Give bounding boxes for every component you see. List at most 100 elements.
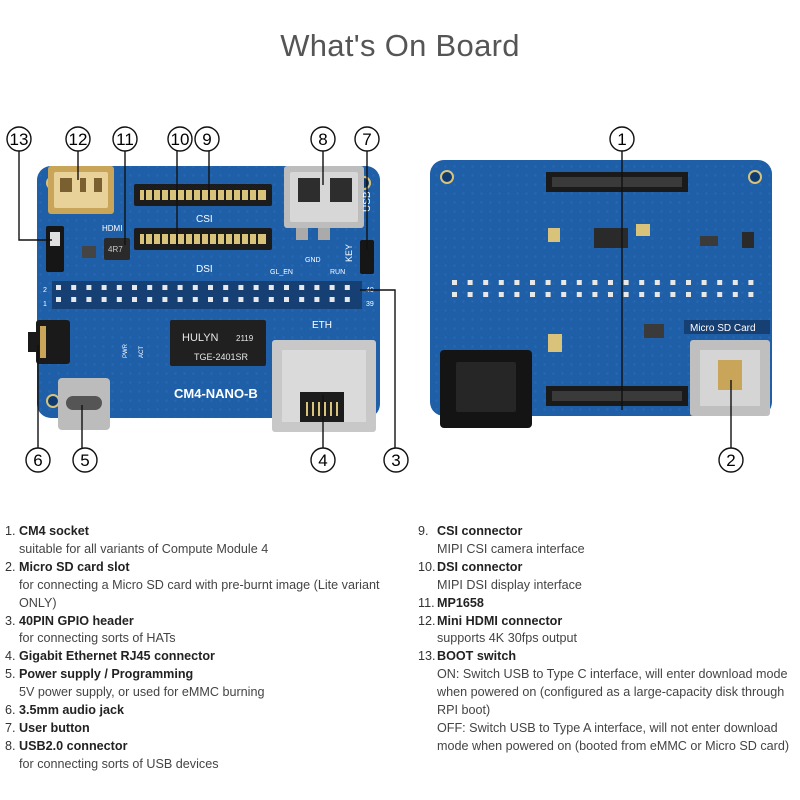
front-board: HDMI 4R7 CSI DSI: [28, 166, 380, 432]
gpio-pin: [514, 280, 520, 285]
gpio-pin: [192, 285, 198, 290]
gpio-pin: [732, 292, 738, 297]
gpio-pin: [701, 292, 707, 297]
gpio-pin: [132, 285, 137, 290]
feature-title: USB2.0 connector: [19, 738, 128, 753]
gpio-pin: [344, 297, 350, 302]
csi-connector: [134, 184, 272, 206]
gpio-pin: [192, 297, 198, 302]
svg-text:2119: 2119: [236, 334, 254, 343]
gpio-pin: [452, 280, 457, 285]
callout-lines: [18, 150, 732, 448]
gpio-pin: [654, 292, 660, 297]
gpio-pin: [498, 280, 504, 285]
gpio-pin: [268, 297, 274, 302]
gpio-pin: [238, 297, 244, 302]
usb-c-connector: [58, 378, 110, 430]
gpio-pin: [314, 285, 320, 290]
gpio-pin: [101, 285, 107, 290]
feature-number: 9.: [418, 524, 429, 538]
gpio-pin: [284, 285, 289, 290]
feature-description: MIPI CSI camera interface: [437, 541, 585, 556]
feature-description: 5V power supply, or used for eMMC burnin…: [19, 685, 265, 700]
gpio-pin: [56, 285, 61, 290]
feature-number: 2.: [5, 559, 16, 574]
svg-text:1: 1: [43, 301, 47, 308]
svg-text:RUN: RUN: [330, 269, 345, 276]
feature-number: 8.: [5, 738, 16, 753]
svg-text:2: 2: [43, 287, 47, 294]
dsi-label: DSI: [196, 264, 213, 275]
dsi-connector: [134, 228, 272, 250]
feature-description: for connecting sorts of HATs: [19, 631, 176, 646]
gpio-header-back: [452, 280, 754, 297]
svg-text:13: 13: [10, 130, 29, 149]
feature-number: 6.: [5, 703, 16, 718]
gpio-pin: [498, 292, 504, 297]
feature-title: 40PIN GPIO header: [19, 613, 134, 628]
gpio-pin: [223, 285, 229, 290]
callouts: 13 12 11 10 9 8 7 1 6 5 4 3 2: [6, 126, 744, 473]
svg-text:HULYN: HULYN: [182, 332, 219, 344]
feature-title: DSI connector: [437, 559, 523, 574]
feature-number: 10.: [418, 559, 436, 574]
callout-13: 13: [6, 126, 32, 152]
feature-description: supports 4K 30fps output: [437, 631, 578, 646]
callout-2: 2: [718, 447, 744, 473]
feature-number: 4.: [5, 649, 16, 664]
feature-title: User button: [19, 720, 90, 735]
gpio-pin: [576, 280, 582, 285]
cm4-socket-top: [546, 172, 688, 192]
audio-jack: [28, 320, 70, 364]
gpio-pin: [116, 297, 122, 302]
gpio-pin: [208, 297, 213, 302]
svg-text:11: 11: [116, 130, 134, 149]
feature-number: 3.: [5, 613, 16, 628]
feature-number: 12.: [418, 613, 436, 628]
gpio-pin: [101, 297, 107, 302]
gpio-pin: [561, 292, 567, 297]
gpio-pin: [268, 285, 274, 290]
key-label: KEY: [344, 244, 354, 262]
feature-description: RPI boot): [437, 703, 491, 718]
back-board: Micro SD Card: [430, 160, 772, 428]
gpio-pin: [483, 292, 489, 297]
gpio-pin: [253, 297, 259, 302]
callout-3: 3: [383, 447, 409, 473]
gpio-pin: [545, 292, 551, 297]
feature-item: 6.3.5mm audio jack: [0, 702, 410, 720]
gpio-pin: [717, 292, 723, 297]
gpio-pin: [608, 292, 613, 297]
page-title: What's On Board: [280, 28, 520, 63]
callout-8: 8: [310, 126, 336, 152]
micro-sd-label: Micro SD Card: [690, 323, 756, 334]
callout-12: 12: [65, 126, 91, 152]
callout-7: 7: [354, 126, 380, 152]
gpio-pin: [86, 285, 92, 290]
feature-title: Power supply / Programming: [19, 667, 194, 682]
feature-title: Gigabit Ethernet RJ45 connector: [19, 649, 215, 664]
gpio-pin: [748, 280, 754, 285]
feature-title: CSI connector: [437, 524, 523, 538]
gpio-pin: [147, 297, 153, 302]
feature-description: mode when powered on (booted from eMMC o…: [437, 738, 790, 753]
gpio-pin: [608, 280, 613, 285]
gpio-pin: [748, 292, 754, 297]
feature-number: 11.: [418, 595, 435, 610]
callout-4: 4: [310, 447, 336, 473]
gpio-pin: [592, 280, 598, 285]
svg-text:10: 10: [171, 130, 190, 149]
callout-5: 5: [72, 447, 98, 473]
gpio-pin: [223, 297, 229, 302]
gpio-pin: [670, 280, 676, 285]
gpio-pin: [576, 292, 582, 297]
gpio-pin: [162, 297, 168, 302]
feature-title: 3.5mm audio jack: [19, 703, 124, 718]
gpio-pin: [86, 297, 92, 302]
gpio-pin: [329, 285, 335, 290]
